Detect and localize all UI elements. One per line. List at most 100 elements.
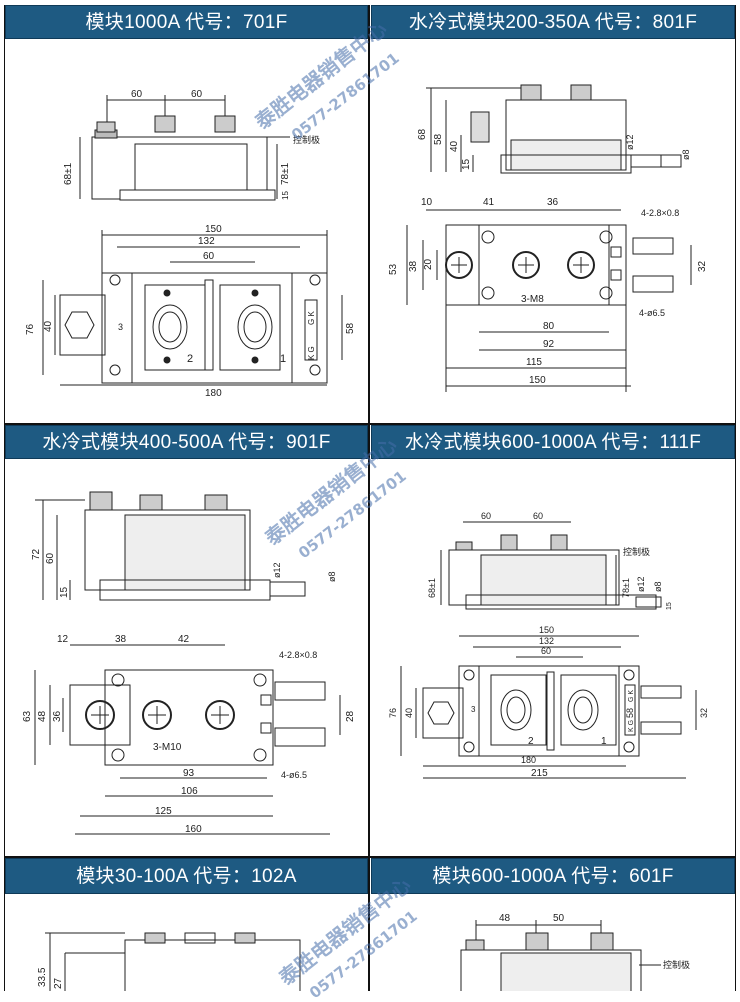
dim-38: 38	[408, 260, 419, 272]
dim-60c: 60	[203, 251, 215, 262]
dim-d8: ø8	[653, 581, 663, 592]
dim-28: 28	[345, 710, 356, 722]
dim-132: 132	[198, 236, 215, 247]
label-kg: K G	[628, 720, 635, 732]
label-gk: G K	[628, 690, 635, 702]
drawing-102a: 33.5 27	[37, 932, 301, 991]
dim-d12: ø12	[272, 562, 282, 578]
base-plate	[101, 272, 328, 384]
dim-50: 50	[553, 913, 565, 924]
header-801f: 水冷式模块200-350A 代号：801F	[371, 5, 735, 39]
dim-76: 76	[25, 323, 36, 335]
label-kg: K G	[307, 346, 316, 360]
grid-divider-vertical	[368, 5, 370, 991]
dim-d8: ø8	[327, 571, 337, 582]
label-ctrl: 控制极	[623, 546, 650, 557]
drawing-701f: 60 60 68±1 78±1 15 控制极 150 132 60 76 40 …	[25, 89, 356, 399]
dim-150: 150	[529, 375, 546, 386]
dim-40: 40	[43, 320, 54, 332]
dim-125: 125	[155, 806, 172, 817]
terminal-1: 1	[601, 736, 607, 747]
drawing-801f: 68 58 40 15 ø12 ø8 10 41 36 4-2.8×0.8 53…	[388, 84, 708, 392]
dim-60a: 60	[481, 511, 491, 521]
dim-78: 78±1	[621, 578, 631, 598]
dim-33-5: 33.5	[37, 967, 48, 987]
terminal-3: 3	[118, 322, 123, 332]
label-ctrl: 控制极	[293, 134, 320, 145]
dim-160: 160	[185, 824, 202, 835]
label-tab: 4-2.8×0.8	[279, 650, 317, 660]
dim-72: 72	[31, 548, 42, 560]
label-m10: 3-M10	[153, 742, 182, 753]
label-gk: G K	[307, 311, 316, 325]
dim-40: 40	[404, 708, 414, 718]
dim-106: 106	[181, 786, 198, 797]
dim-63: 63	[22, 710, 33, 722]
grid-divider-row2	[4, 856, 736, 858]
dim-115: 115	[526, 357, 542, 368]
dim-40: 40	[449, 140, 460, 152]
dim-60c: 60	[541, 646, 551, 656]
label-hole: 4-ø6.5	[281, 770, 307, 780]
dim-150: 150	[539, 625, 554, 635]
dim-36: 36	[547, 197, 559, 208]
header-102a: 模块30-100A 代号：102A	[5, 858, 368, 894]
dim-80: 80	[543, 321, 555, 332]
dim-41: 41	[483, 197, 495, 208]
dim-60b: 60	[191, 89, 203, 100]
dim-78: 78±1	[280, 162, 291, 185]
dim-68: 68±1	[427, 578, 437, 598]
base-901f	[104, 669, 274, 766]
dim-48: 48	[499, 913, 511, 924]
header-901f: 水冷式模块400-500A 代号：901F	[5, 425, 368, 459]
dim-132: 132	[539, 636, 554, 646]
dim-150: 150	[205, 224, 222, 235]
dim-60a: 60	[131, 89, 143, 100]
drawing-111f: 60 60 控制极 68±1 78±1 ø12 ø8 15 150 132 60…	[388, 511, 709, 779]
terminal-2: 2	[528, 736, 534, 747]
dim-180: 180	[521, 755, 536, 765]
dim-48: 48	[37, 710, 48, 722]
dim-58: 58	[345, 322, 356, 334]
dim-58: 58	[433, 133, 444, 145]
dim-d12: ø12	[636, 576, 646, 592]
drawing-601f: 48 50 控制极	[460, 913, 690, 991]
dim-60b: 60	[533, 511, 543, 521]
dim-92: 92	[543, 339, 555, 350]
terminal-1: 1	[280, 353, 286, 365]
drawing-901f: 72 60 15 ø12 ø8 12 38 42 4-2.8×0.8 63 48…	[22, 491, 356, 835]
grid-border-left	[4, 5, 5, 991]
dim-68: 68±1	[63, 162, 74, 185]
dim-215: 215	[531, 768, 548, 779]
dim-d8: ø8	[681, 149, 691, 160]
dim-10: 10	[421, 197, 433, 208]
dim-58: 58	[625, 708, 635, 718]
grid-border-right	[735, 5, 736, 991]
terminal-2: 2	[187, 353, 193, 365]
dim-15: 15	[281, 191, 290, 200]
dim-15: 15	[59, 586, 70, 598]
dim-36: 36	[52, 710, 63, 722]
label-tab: 4-2.8×0.8	[641, 208, 679, 218]
header-601f: 模块600-1000A 代号：601F	[371, 858, 735, 894]
dim-20: 20	[423, 258, 434, 270]
dim-27: 27	[53, 977, 64, 989]
label-ctrl: 控制极	[663, 959, 690, 970]
dim-12: 12	[57, 634, 69, 645]
dim-15: 15	[461, 158, 472, 170]
dim-d12: ø12	[625, 134, 635, 150]
header-701f: 模块1000A 代号：701F	[5, 5, 368, 39]
dim-68: 68	[417, 128, 428, 140]
grid-divider-row1	[4, 423, 736, 425]
dim-60: 60	[45, 552, 56, 564]
dim-38: 38	[115, 634, 127, 645]
dim-15: 15	[666, 602, 673, 610]
dim-53: 53	[388, 263, 399, 275]
dim-42: 42	[178, 634, 190, 645]
header-111f: 水冷式模块600-1000A 代号：111F	[371, 425, 735, 459]
terminal-3: 3	[471, 705, 476, 714]
dim-32: 32	[699, 708, 709, 718]
label-hole: 4-ø6.5	[639, 308, 665, 318]
dim-32: 32	[697, 260, 708, 272]
